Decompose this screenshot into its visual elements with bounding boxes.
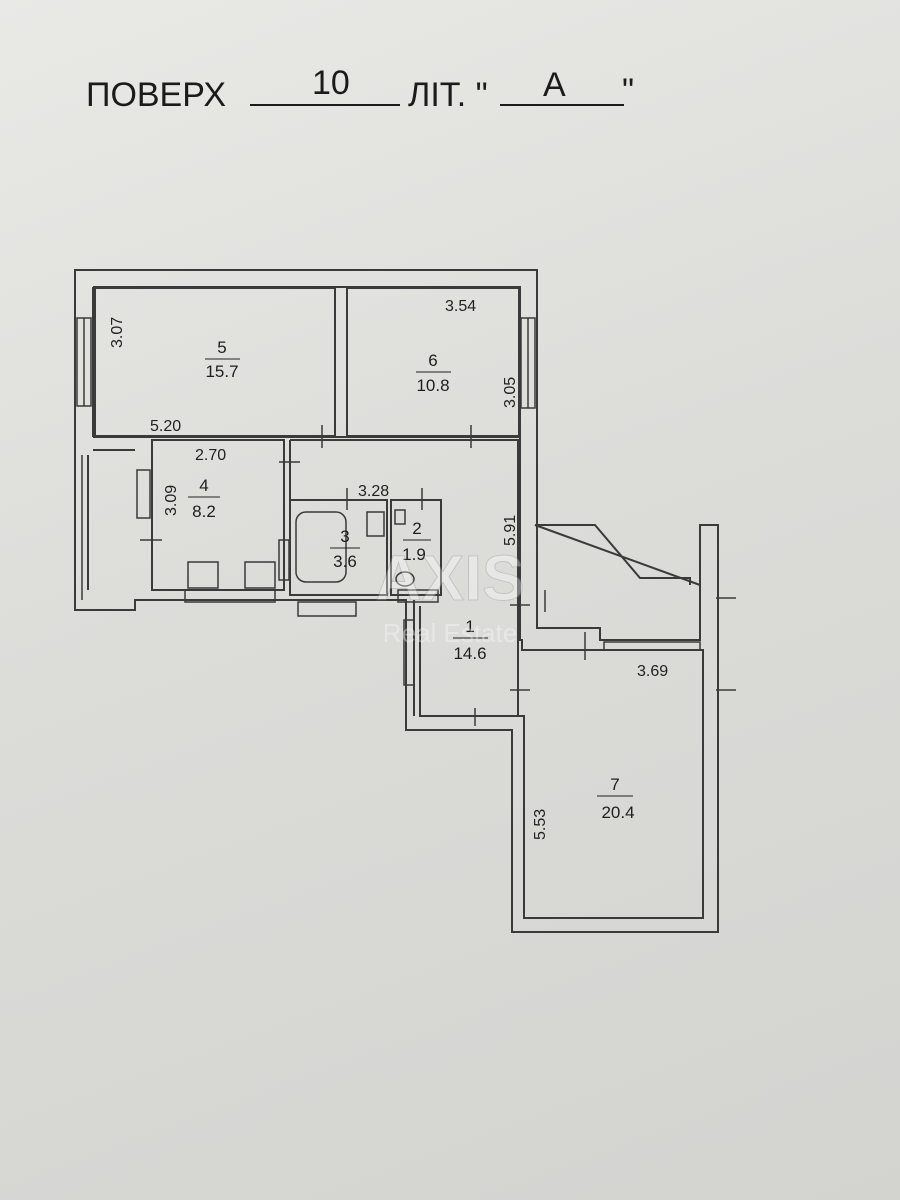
- dim-room6-width: 3.54: [445, 298, 476, 315]
- lit-close-quote: ": [622, 72, 635, 110]
- lit-label: ЛІТ. ": [408, 76, 488, 114]
- watermark: AXIS Real Estate: [375, 542, 525, 649]
- door-marks: [140, 425, 736, 726]
- watermark-brand: AXIS: [375, 542, 524, 614]
- room-labels: 5 15.7 6 10.8 4 8.2 3 3.6 2 1.9 1 14.6: [188, 338, 635, 822]
- room-2-label: 2 1.9: [402, 519, 431, 564]
- room-3-label: 3 3.6: [330, 527, 360, 571]
- svg-text:10.8: 10.8: [416, 376, 449, 395]
- room-6-label: 6 10.8: [416, 351, 451, 395]
- plan-header: ПОВЕРХ 10 ЛІТ. " А ": [0, 0, 900, 140]
- dim-room5-height: 3.07: [109, 317, 126, 348]
- room-1-label: 1 14.6: [453, 617, 488, 663]
- svg-text:1.9: 1.9: [402, 545, 426, 564]
- svg-text:20.4: 20.4: [601, 803, 634, 822]
- windows: [76, 317, 701, 651]
- svg-text:5: 5: [217, 338, 226, 357]
- svg-text:3: 3: [340, 527, 349, 546]
- svg-text:7: 7: [610, 775, 619, 794]
- dim-bath-width: 3.28: [358, 483, 389, 500]
- left-wall-segment: [74, 440, 83, 600]
- room-7-label: 7 20.4: [597, 775, 635, 822]
- room-5-label: 5 15.7: [205, 338, 240, 381]
- floor-value: 10: [312, 64, 350, 102]
- room-4-label: 4 8.2: [188, 476, 220, 521]
- svg-text:2: 2: [412, 519, 421, 538]
- fixtures: [187, 509, 415, 686]
- watermark-subtitle: Real Estate: [383, 618, 517, 648]
- dim-hall-length: 5.91: [502, 515, 519, 546]
- dim-room5-width: 5.20: [150, 418, 181, 435]
- lit-value: А: [543, 66, 566, 104]
- dimension-labels: 3.07 5.20 3.54 3.05 2.70 3.09 3.28 5.91 …: [109, 298, 668, 840]
- svg-text:4: 4: [199, 476, 208, 495]
- svg-text:1: 1: [465, 617, 474, 636]
- svg-text:15.7: 15.7: [205, 362, 238, 381]
- floor-label: ПОВЕРХ: [86, 76, 227, 114]
- dim-room4-width: 2.70: [195, 447, 226, 464]
- svg-text:6: 6: [428, 351, 437, 370]
- svg-text:14.6: 14.6: [453, 644, 486, 663]
- lit-underline: [500, 104, 624, 106]
- dim-room4-height: 3.09: [163, 485, 180, 516]
- floor-underline: [250, 104, 400, 106]
- svg-text:8.2: 8.2: [192, 502, 216, 521]
- dim-room7-width: 3.69: [637, 663, 668, 680]
- svg-text:3.6: 3.6: [333, 552, 357, 571]
- dim-room6-height: 3.05: [502, 377, 519, 408]
- dim-room7-height: 5.53: [532, 809, 549, 840]
